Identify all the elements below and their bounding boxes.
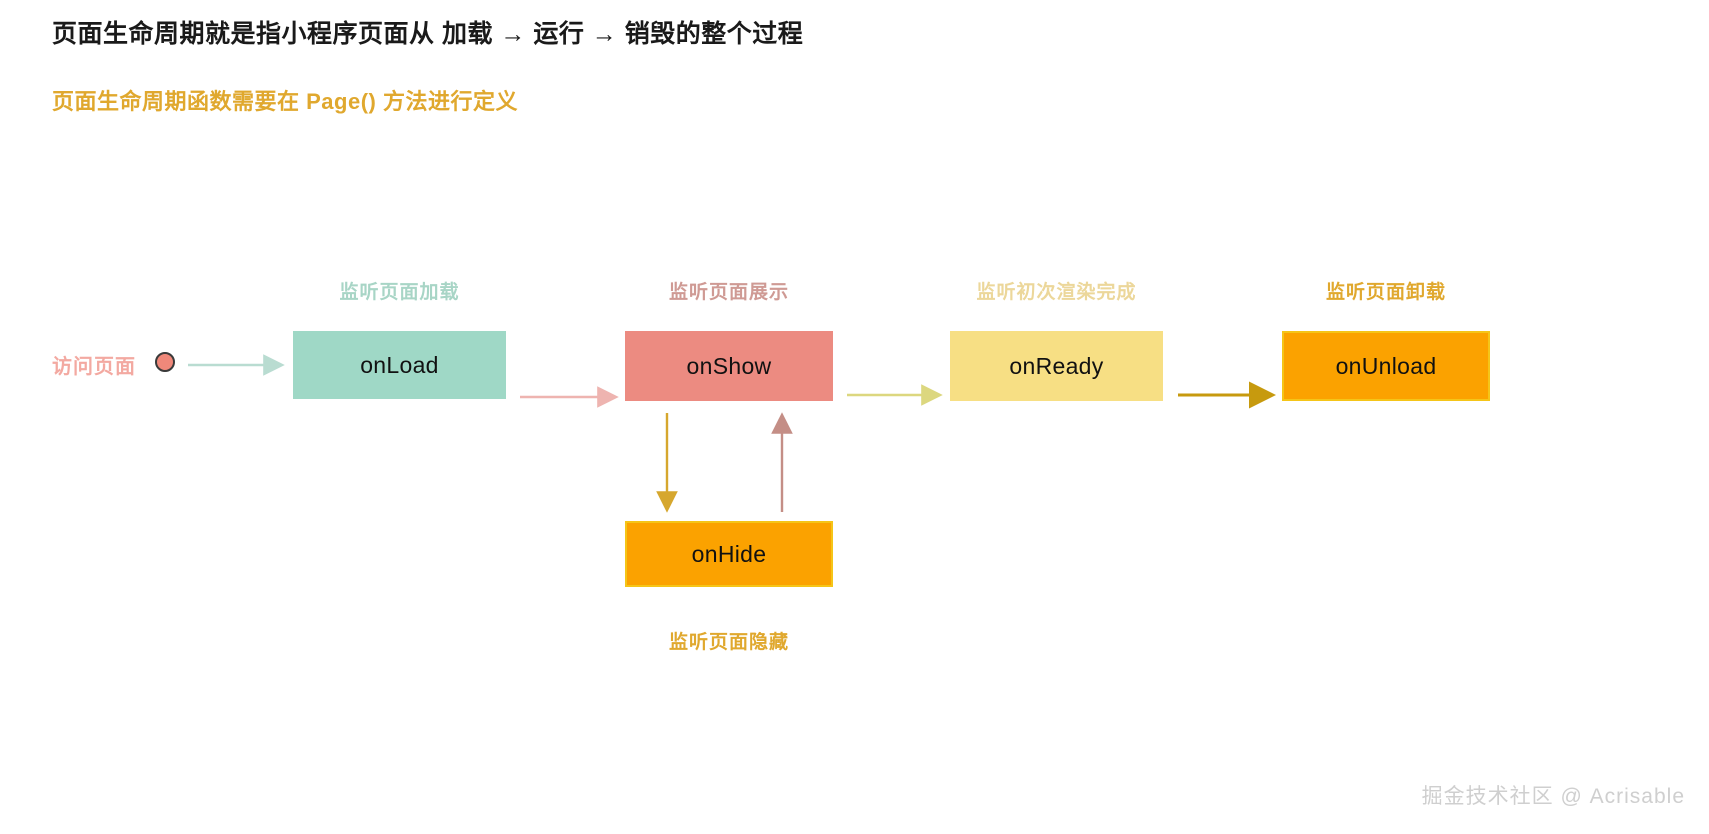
caption-onhide: 监听页面隐藏 [668,632,789,653]
page-title: 页面生命周期就是指小程序页面从 加载 → 运行 → 销毁的整个过程 [52,20,804,48]
caption-onload: 监听页面加载 [339,282,460,303]
node-onready: onReady [950,331,1163,401]
page-subtitle: 页面生命周期函数需要在 Page() 方法进行定义 [52,89,518,114]
node-onload: onLoad [293,331,506,399]
node-onhide: onHide [625,521,833,587]
caption-onunload: 监听页面卸载 [1325,282,1446,303]
caption-onready: 监听初次渲染完成 [976,282,1137,303]
caption-onshow: 监听页面展示 [668,282,789,303]
node-onshow: onShow [625,331,833,401]
node-onunload: onUnload [1282,331,1490,401]
watermark: 掘金技术社区 @ Acrisable [1421,785,1685,808]
entry-dot-icon [155,352,175,372]
entry-label: 访问页面 [52,356,136,378]
